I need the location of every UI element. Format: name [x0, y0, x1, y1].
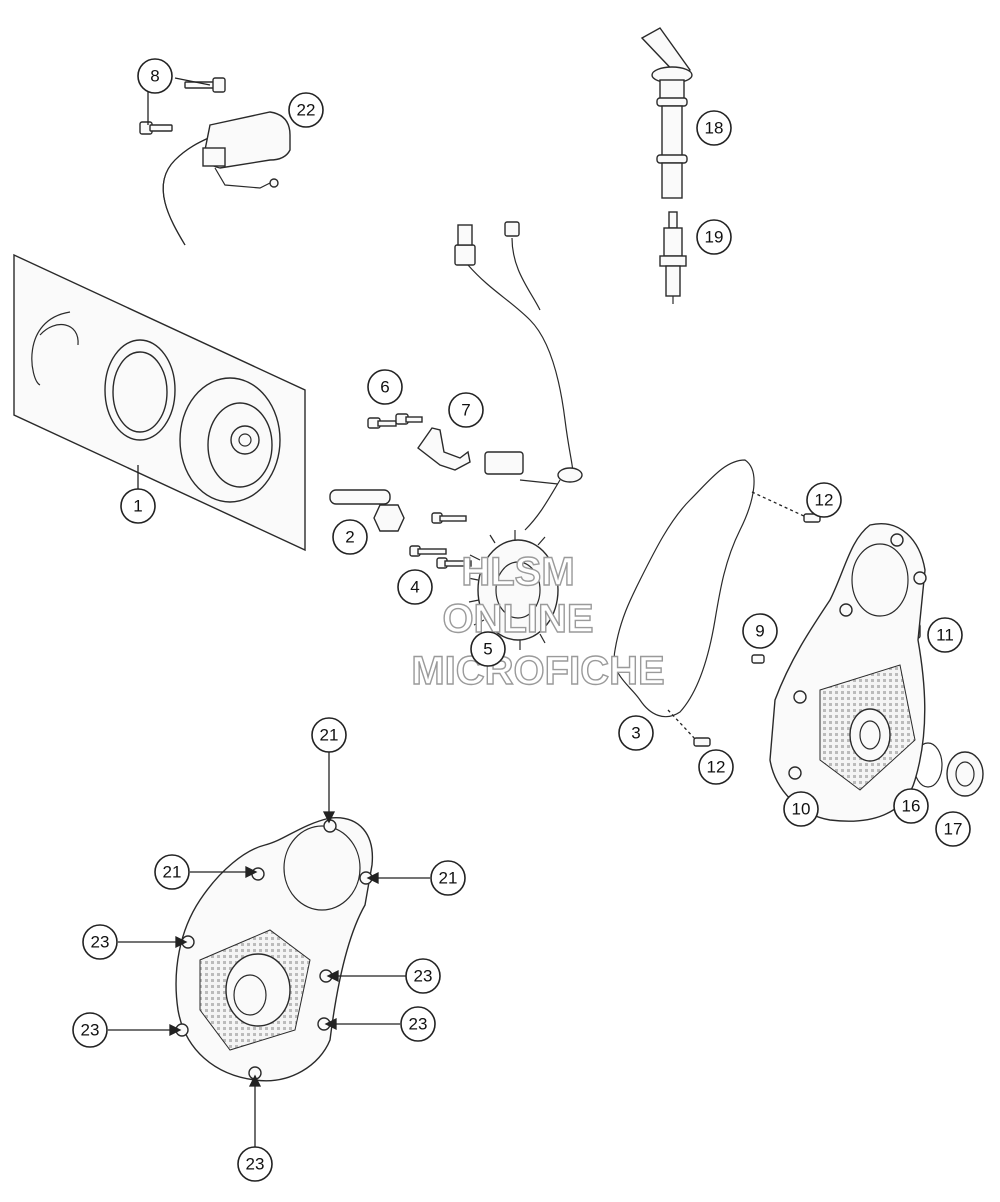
svg-text:16: 16 — [902, 797, 921, 816]
callout-12-upper: 12 — [806, 482, 842, 518]
callout-23-right-lower: 23 — [400, 1006, 436, 1042]
watermark: HLSM ONLINE MICROFICHE — [411, 549, 666, 693]
callout-9: 9 — [742, 613, 778, 649]
svg-text:10: 10 — [792, 800, 811, 819]
svg-text:23: 23 — [246, 1155, 265, 1174]
callout-4: 4 — [397, 569, 433, 605]
callout-16: 16 — [893, 788, 929, 824]
svg-text:9: 9 — [755, 622, 764, 641]
callout-10: 10 — [783, 791, 819, 827]
callout-23-left-upper: 23 — [82, 924, 118, 960]
callout-18: 18 — [696, 110, 732, 146]
callout-21-left: 21 — [154, 854, 190, 890]
svg-text:11: 11 — [936, 626, 954, 645]
dowel-pin-lower — [693, 737, 711, 747]
spark-plug-cap — [640, 27, 693, 199]
svg-text:5: 5 — [483, 640, 492, 659]
svg-text:6: 6 — [380, 378, 389, 397]
callout-12-lower: 12 — [698, 749, 734, 785]
cover-view-leaders — [108, 752, 430, 1147]
callout-11: 11 — [927, 617, 963, 653]
spark-plug — [659, 211, 687, 304]
callout-17: 17 — [935, 811, 971, 847]
svg-text:4: 4 — [410, 578, 419, 597]
leader-8a — [174, 77, 211, 86]
stator-harness — [454, 221, 583, 531]
ignition-cover — [769, 523, 927, 822]
ignition-coil — [162, 111, 291, 246]
watermark-line2: ONLINE — [442, 597, 593, 641]
callout-23-right-upper: 23 — [405, 958, 441, 994]
leader-12a — [751, 491, 807, 518]
svg-text:18: 18 — [705, 119, 724, 138]
coil-bolt-lower — [139, 121, 173, 135]
svg-text:21: 21 — [320, 726, 339, 745]
callout-23-left-lower: 23 — [72, 1012, 108, 1048]
svg-text:23: 23 — [414, 967, 433, 986]
gasket — [613, 459, 755, 718]
svg-text:21: 21 — [439, 869, 458, 888]
svg-text:12: 12 — [815, 491, 834, 510]
svg-text:12: 12 — [707, 758, 726, 777]
callout-22: 22 — [288, 92, 324, 128]
watermark-line1: HLSM — [461, 550, 574, 594]
callout-8: 8 — [137, 58, 173, 94]
svg-text:23: 23 — [409, 1015, 428, 1034]
svg-text:1: 1 — [133, 497, 142, 516]
cover-plug — [946, 751, 984, 797]
svg-text:17: 17 — [944, 820, 963, 839]
svg-text:23: 23 — [91, 933, 110, 952]
svg-text:21: 21 — [163, 863, 182, 882]
svg-text:8: 8 — [150, 67, 159, 86]
bracket — [417, 427, 471, 471]
bolt-6-right — [395, 413, 423, 425]
dowel-pin-upper — [803, 513, 821, 523]
plug-9 — [751, 654, 765, 664]
svg-text:2: 2 — [345, 528, 354, 547]
ignition-cover-view — [175, 817, 374, 1082]
callout-3: 3 — [618, 715, 654, 751]
flywheel-panel — [13, 253, 306, 552]
svg-text:22: 22 — [297, 101, 316, 120]
watermark-line3: MICROFICHE — [411, 649, 664, 693]
callout-19: 19 — [696, 219, 732, 255]
stator-screws — [409, 512, 472, 569]
bolt-6-left — [367, 417, 397, 429]
callout-23-bottom: 23 — [237, 1146, 273, 1182]
callout-5: 5 — [470, 631, 506, 667]
callout-21-right: 21 — [430, 860, 466, 896]
callout-6: 6 — [367, 369, 403, 405]
stator — [467, 530, 559, 650]
svg-text:23: 23 — [81, 1021, 100, 1040]
leader-12b — [667, 709, 697, 741]
coil-bolt-upper — [184, 77, 226, 93]
svg-text:3: 3 — [631, 724, 640, 743]
callout-7: 7 — [448, 392, 484, 428]
callout-1: 1 — [120, 488, 156, 524]
callout-21-top: 21 — [311, 717, 347, 753]
svg-text:7: 7 — [461, 401, 470, 420]
flywheel-bolt — [329, 489, 405, 532]
callout-2: 2 — [332, 519, 368, 555]
svg-text:19: 19 — [705, 228, 724, 247]
